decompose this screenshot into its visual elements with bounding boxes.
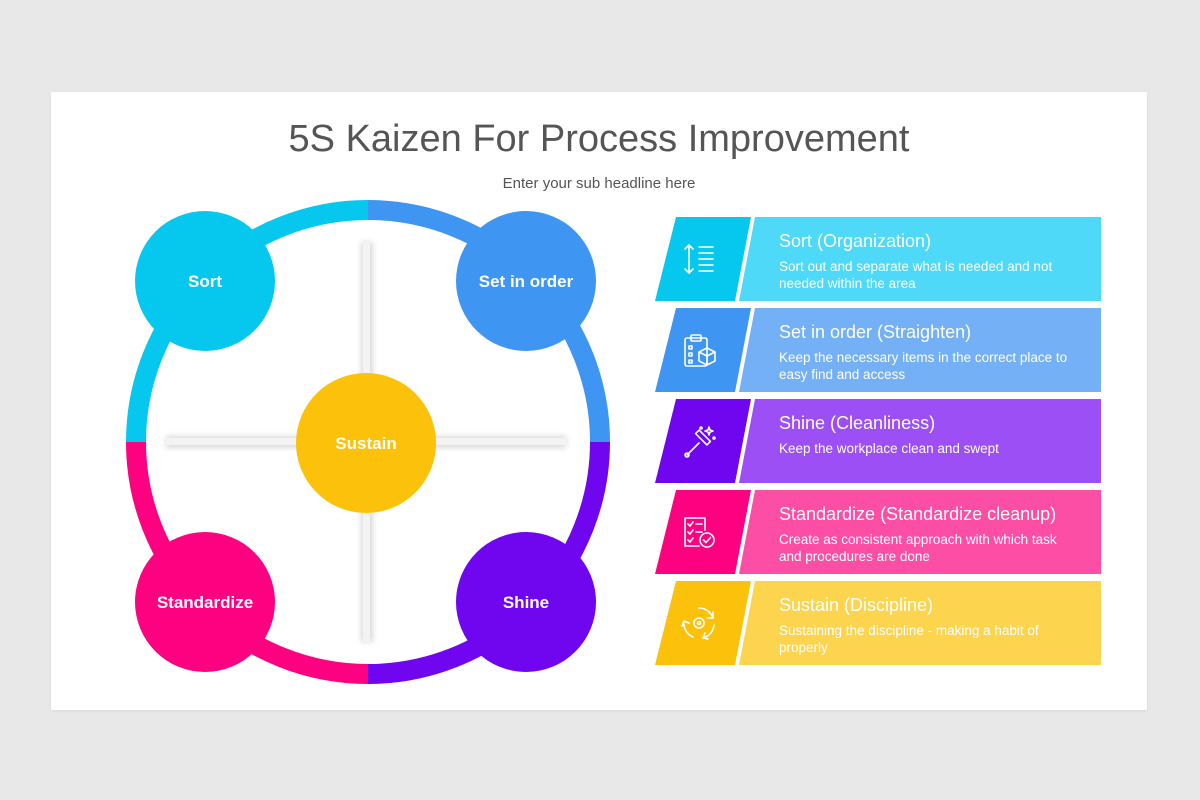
row-title: Standardize (Standardize cleanup) [779,504,1057,524]
node-sort: Sort [135,211,275,351]
row-title: Sustain (Discipline) [779,595,934,615]
node-set-in-order: Set in order [456,211,596,351]
page-subtitle: Enter your sub headline here [502,175,696,192]
row-description: Keep the necessary items in the correct … [779,350,1068,382]
row-title: Set in order (Straighten) [779,322,972,342]
row-title: Sort (Organization) [779,231,932,251]
list-item-standardize: Standardize (Standardize cleanup) Create… [655,490,1101,574]
node-sustain: Sustain [296,373,436,513]
list-item-set-in-order: Set in order (Straighten) Keep the neces… [655,308,1101,392]
list-item-shine: Shine (Cleanliness) Keep the workplace c… [655,399,1101,483]
node-label-set-in-order: Set in order [479,272,574,291]
five-s-cycle-diagram: Sort Set in order Standardize Shine Sust… [126,200,610,684]
sort-lines-icon [679,239,719,279]
node-label-sustain: Sustain [335,434,396,453]
row-description: Keep the workplace clean and swept [779,441,999,456]
row-description: Create as consistent approach with which… [779,532,1057,564]
list-item-sustain: Sustain (Discipline) Sustaining the disc… [655,581,1101,665]
squeegee-sparkle-icon [679,421,719,461]
node-label-sort: Sort [188,272,222,291]
node-label-shine: Shine [503,593,549,612]
node-standardize: Standardize [135,532,275,672]
page-title: 5S Kaizen For Process Improvement [288,118,910,160]
node-shine: Shine [456,532,596,672]
row-title: Shine (Cleanliness) [779,413,936,433]
list-item-sort: Sort (Organization) Sort out and separat… [655,217,1101,301]
cycle-gear-icon [679,603,719,643]
checklist-check-icon [679,512,719,552]
row-description: Sort out and separate what is needed and… [779,259,1053,291]
node-label-standardize: Standardize [157,593,253,612]
row-description: Sustaining the discipline - making a hab… [779,623,1039,655]
slide: 5S Kaizen For Process Improvement Enter … [51,92,1147,710]
clipboard-box-icon [679,330,719,370]
